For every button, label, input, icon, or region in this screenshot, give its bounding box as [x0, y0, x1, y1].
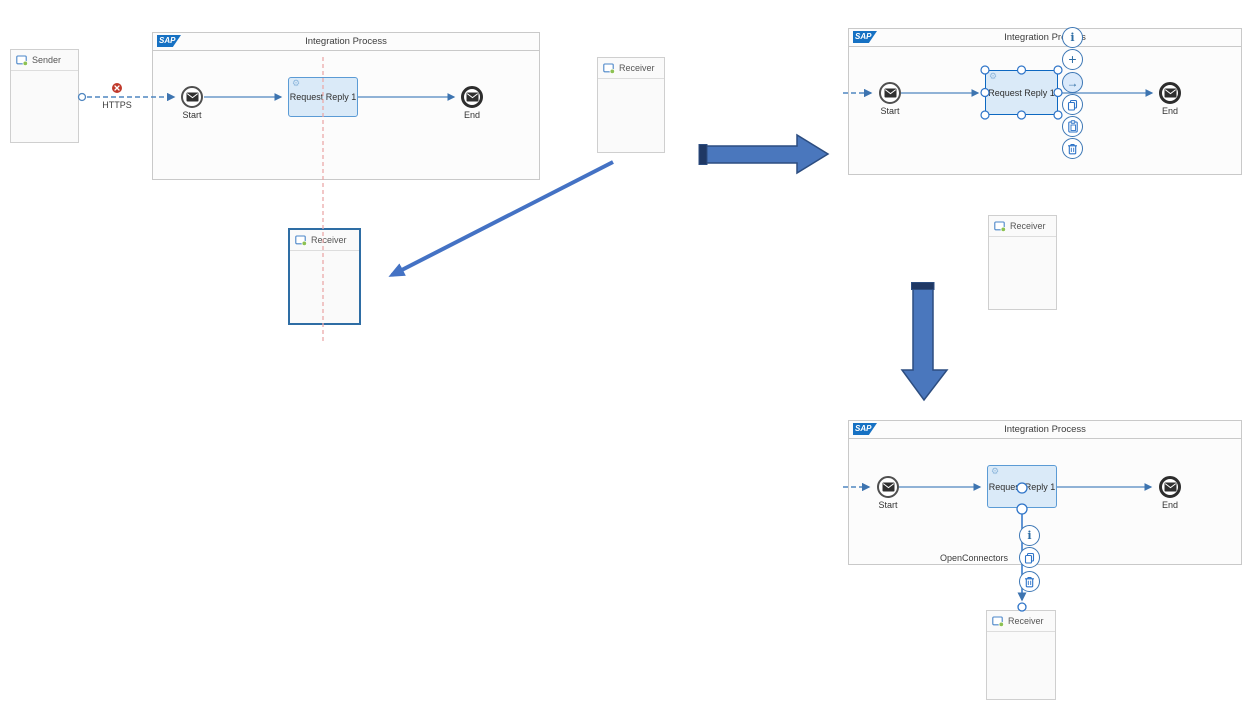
gear-icon: ⚙	[989, 71, 998, 81]
receiver-pool-3[interactable]: Receiver	[988, 215, 1057, 310]
receiver-pool-2-selected[interactable]: Receiver	[288, 228, 361, 325]
start-event[interactable]	[879, 82, 901, 104]
receiver-label: Receiver	[1008, 616, 1044, 626]
step-label: Request Reply 1	[988, 481, 1056, 492]
info-icon[interactable]: i	[1062, 27, 1083, 48]
envelope-icon	[884, 88, 896, 98]
envelope-icon	[882, 482, 894, 492]
step-label: Request Reply 1	[988, 87, 1055, 98]
participant-icon	[994, 220, 1006, 232]
delete-icon[interactable]	[1019, 571, 1040, 592]
connect-glyph: →	[1066, 75, 1079, 90]
receiver-header: Receiver	[989, 216, 1056, 237]
receiver-label: Receiver	[311, 235, 347, 245]
start-event[interactable]	[181, 86, 203, 108]
start-label: Start	[878, 500, 898, 510]
participant-icon	[603, 62, 615, 74]
open-connectors-label: OpenConnectors	[939, 553, 1008, 563]
https-adapter-label: HTTPS	[102, 100, 132, 110]
annotation-down-arrow	[900, 282, 949, 402]
start-event[interactable]	[877, 476, 899, 498]
start-label: Start	[880, 106, 900, 116]
receiver-header: Receiver	[598, 58, 664, 79]
envelope-icon	[1164, 482, 1176, 492]
end-event[interactable]	[1159, 476, 1181, 498]
sap-logo: SAP	[853, 31, 877, 43]
receiver-label: Receiver	[619, 63, 655, 73]
connector-anchor[interactable]	[77, 92, 87, 102]
gear-icon: ⚙	[292, 78, 301, 88]
receiver-header: Receiver	[290, 230, 359, 251]
sender-pool[interactable]: Sender	[10, 49, 79, 143]
end-label: End	[1161, 500, 1178, 510]
annotation-right-arrow	[698, 133, 830, 175]
integration-process-panel-2[interactable]: SAP Integration Process	[848, 28, 1242, 175]
copy-icon[interactable]	[1062, 94, 1083, 115]
receiver-pool-1[interactable]: Receiver	[597, 57, 665, 153]
panel-title: Integration Process	[305, 36, 387, 47]
gear-icon: ⚙	[991, 466, 1000, 476]
sap-logo: SAP	[853, 423, 877, 435]
error-badge-icon	[112, 83, 122, 93]
copy-icon[interactable]	[1019, 547, 1040, 568]
receiver-header: Receiver	[987, 611, 1055, 632]
request-reply-step-selected[interactable]: ⚙ Request Reply 1	[985, 70, 1058, 115]
envelope-icon	[1164, 88, 1176, 98]
sender-label: Sender	[32, 55, 62, 65]
info-glyph: i	[1027, 529, 1032, 542]
panel-header: SAP Integration Process	[849, 29, 1241, 47]
selection-handles[interactable]	[980, 65, 1063, 120]
receiver-label: Receiver	[1010, 221, 1046, 231]
receiver-pool-4[interactable]: Receiver	[986, 610, 1056, 700]
panel-title: Integration Process	[1004, 424, 1086, 435]
panel-title: Integration Process	[1004, 32, 1086, 43]
request-reply-step[interactable]: ⚙ Request Reply 1	[288, 77, 358, 117]
start-label: Start	[182, 110, 202, 120]
participant-icon	[16, 54, 28, 66]
request-reply-step[interactable]: ⚙ Request Reply 1	[987, 465, 1057, 508]
participant-icon	[295, 234, 307, 246]
info-icon[interactable]: i	[1019, 525, 1040, 546]
end-label: End	[1161, 106, 1178, 116]
info-glyph: i	[1070, 31, 1075, 44]
add-glyph: +	[1068, 51, 1077, 67]
envelope-icon	[186, 92, 198, 102]
envelope-icon	[466, 92, 478, 102]
integration-process-panel-1[interactable]: SAP Integration Process	[152, 32, 540, 180]
sender-header: Sender	[11, 50, 78, 71]
step-label: Request Reply 1	[289, 92, 357, 102]
end-event[interactable]	[1159, 82, 1181, 104]
paste-icon[interactable]	[1062, 116, 1083, 137]
participant-icon	[992, 615, 1004, 627]
add-icon[interactable]: +	[1062, 49, 1083, 70]
end-event[interactable]	[461, 86, 483, 108]
annotation-diagonal-arrow	[388, 160, 614, 277]
connect-arrow-icon[interactable]: →	[1062, 72, 1083, 93]
panel-header: SAP Integration Process	[153, 33, 539, 51]
delete-icon[interactable]	[1062, 138, 1083, 159]
end-label: End	[463, 110, 480, 120]
sap-logo: SAP	[157, 35, 181, 47]
panel-header: SAP Integration Process	[849, 421, 1241, 439]
integration-process-panel-3[interactable]: SAP Integration Process	[848, 420, 1242, 565]
connection-anchors[interactable]	[1016, 482, 1028, 612]
